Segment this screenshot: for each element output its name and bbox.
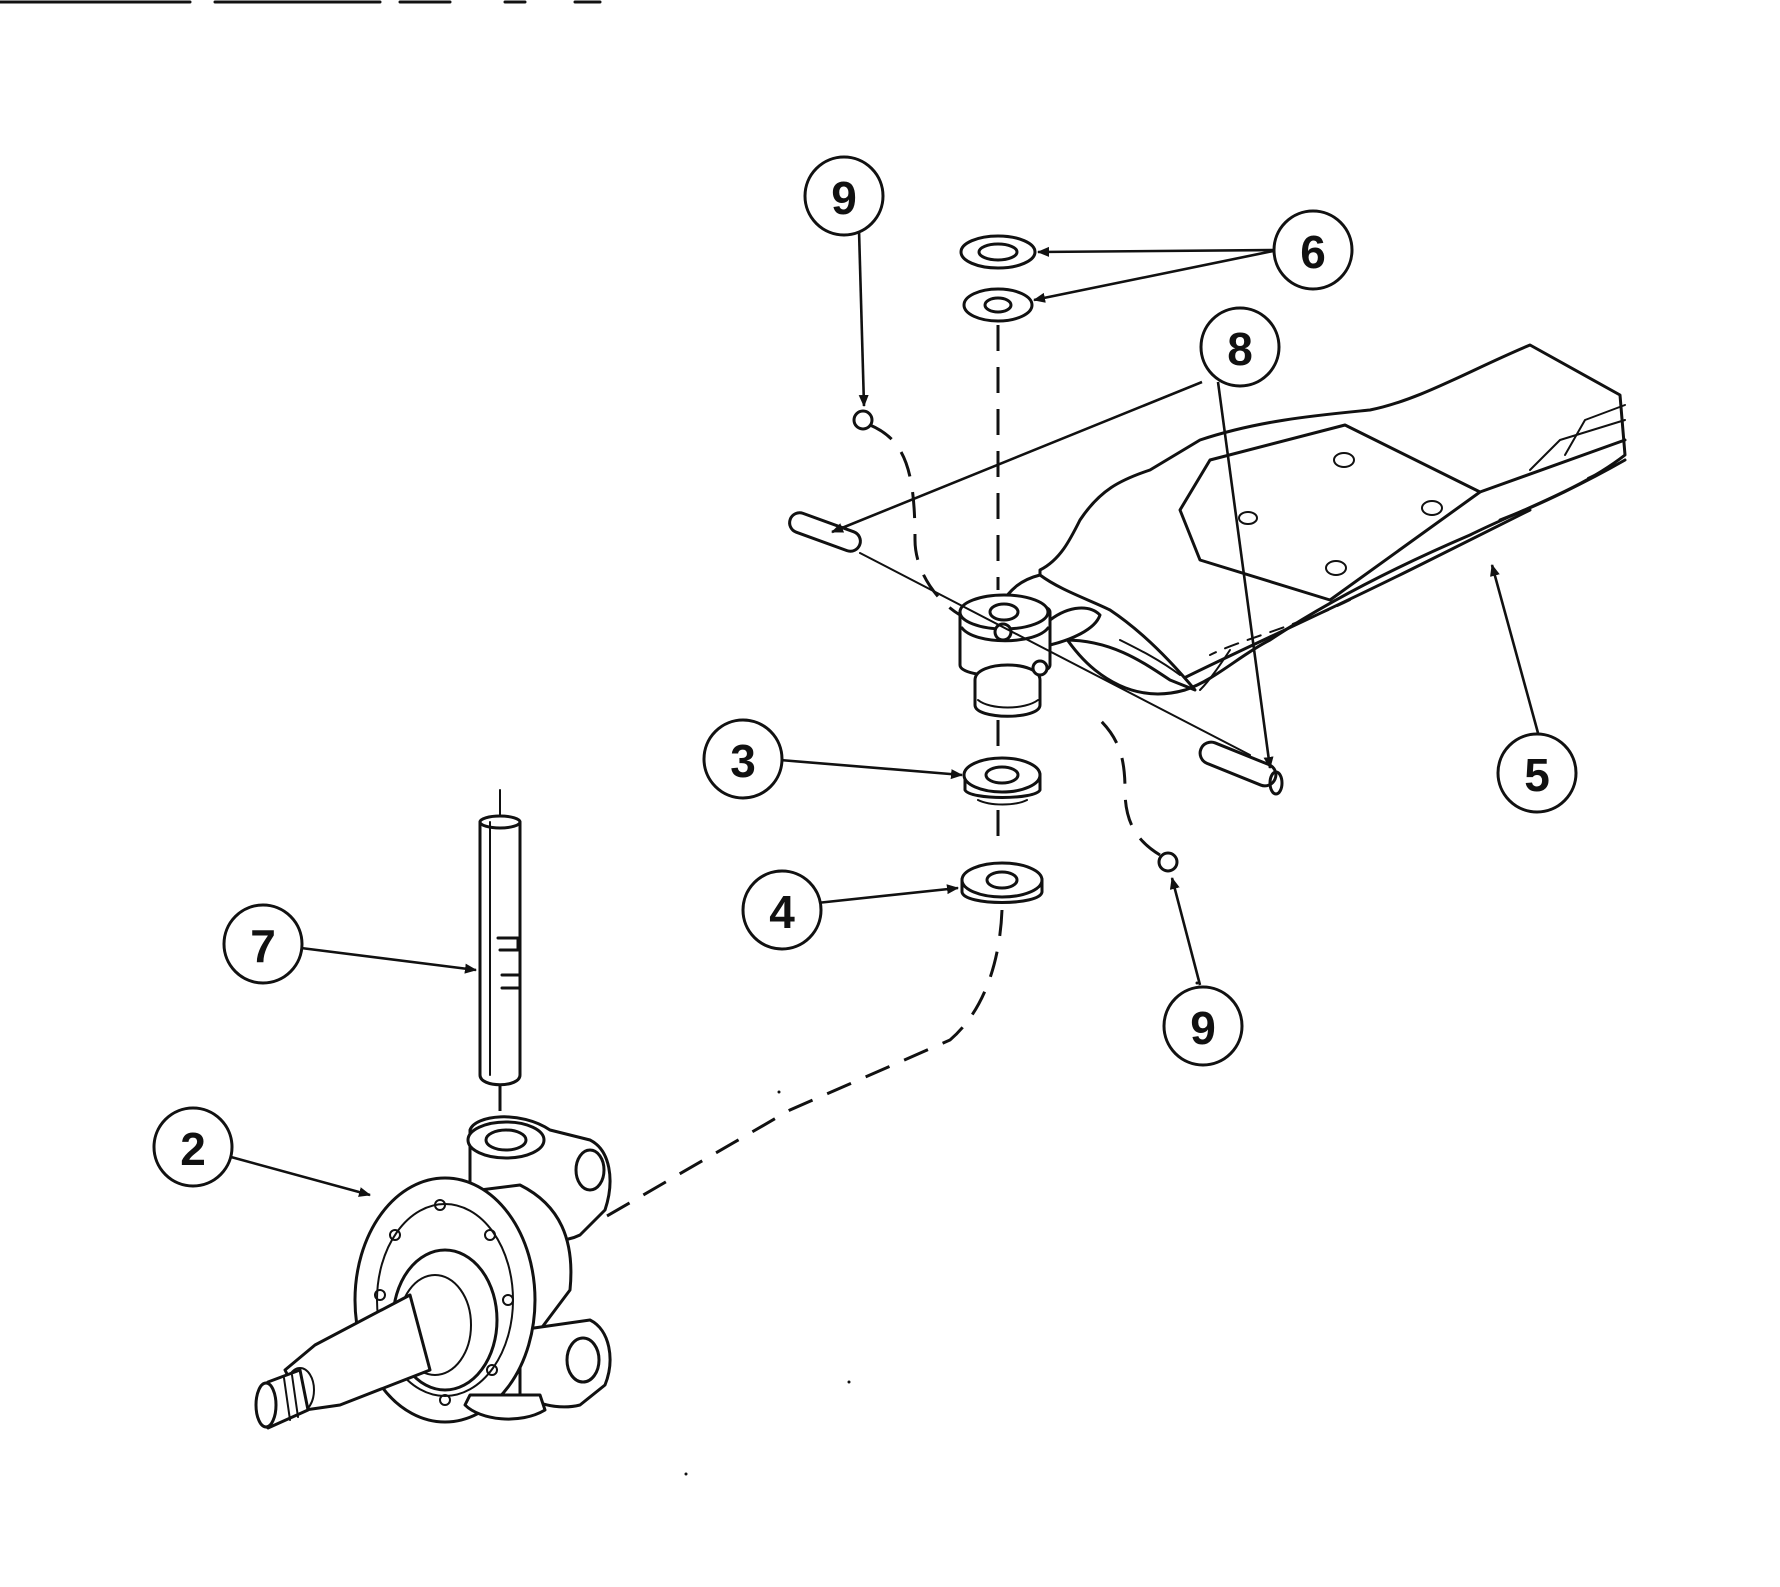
callout-8-label: 8 <box>1227 323 1253 375</box>
leader-lines <box>230 229 1540 1197</box>
callout-9-top: 9 <box>803 155 885 237</box>
callout-7-label: 7 <box>250 920 276 972</box>
grease-fittings-part-9 <box>852 409 1179 873</box>
scan-specks <box>684 981 1199 1476</box>
callout-6-label: 6 <box>1300 226 1326 278</box>
callout-5: 5 <box>1496 732 1578 814</box>
callout-9-top-label: 9 <box>831 172 857 224</box>
callout-3: 3 <box>702 718 784 800</box>
callout-2-label: 2 <box>180 1123 206 1175</box>
callout-5-label: 5 <box>1524 749 1550 801</box>
king-pin-part-7 <box>478 789 522 1087</box>
callout-7: 7 <box>222 903 304 985</box>
callout-4-label: 4 <box>769 886 795 938</box>
callout-3-label: 3 <box>730 735 756 787</box>
callout-4: 4 <box>741 869 823 951</box>
washer-pair-part-6 <box>959 234 1037 323</box>
lock-pins-part-8 <box>788 511 1284 796</box>
callout-9-bottom-label: 9 <box>1190 1002 1216 1054</box>
callout-6: 6 <box>1272 209 1354 291</box>
callout-2: 2 <box>152 1106 234 1188</box>
callout-8: 8 <box>1199 306 1281 388</box>
callout-9-bottom: 9 <box>1162 985 1244 1067</box>
thrust-washer-part-4 <box>960 861 1044 904</box>
seal-part-3 <box>962 756 1042 806</box>
axle-beam-drawing <box>998 343 1627 696</box>
steering-knuckle-part-2 <box>254 1115 612 1430</box>
kingpin-boss-drawing <box>958 593 1102 718</box>
